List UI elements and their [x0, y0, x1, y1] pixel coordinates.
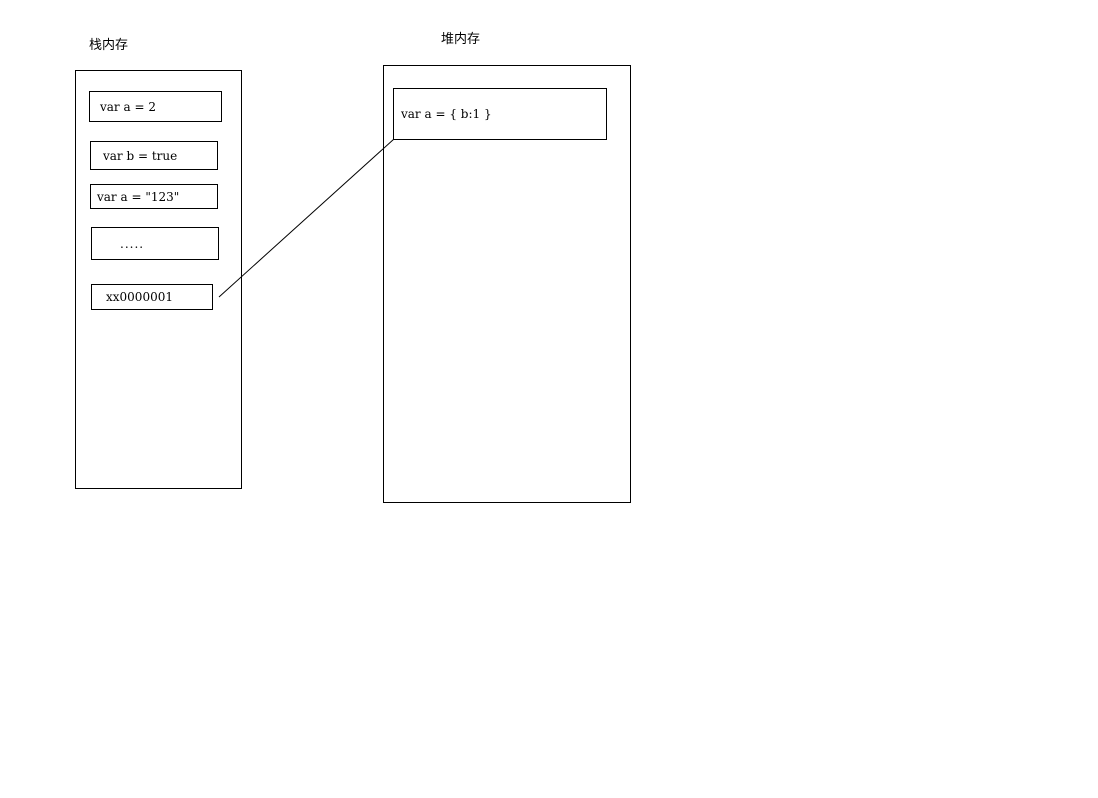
stack-cell-text: var a = "123" [97, 189, 180, 204]
stack-cell-text: var a = 2 [100, 99, 156, 114]
stack-cell-var-a-2: var a = 2 [89, 91, 222, 122]
stack-cell-var-a-string: var a = "123" [90, 184, 218, 209]
stack-cell-text: var b = true [103, 148, 178, 163]
stack-cell-text: ..... [120, 236, 145, 251]
stack-cell-text: xx0000001 [106, 290, 173, 304]
stack-cell-address: xx0000001 [91, 284, 213, 310]
stack-memory-panel [75, 70, 242, 489]
stack-cell-ellipsis: ..... [91, 227, 219, 260]
stack-cell-var-b-true: var b = true [90, 141, 218, 170]
heap-cell-object: var a = { b:1 } [393, 88, 607, 140]
heap-memory-title: 堆内存 [441, 32, 481, 47]
stack-memory-title: 栈内存 [89, 38, 129, 53]
heap-cell-text: var a = { b:1 } [401, 107, 492, 121]
